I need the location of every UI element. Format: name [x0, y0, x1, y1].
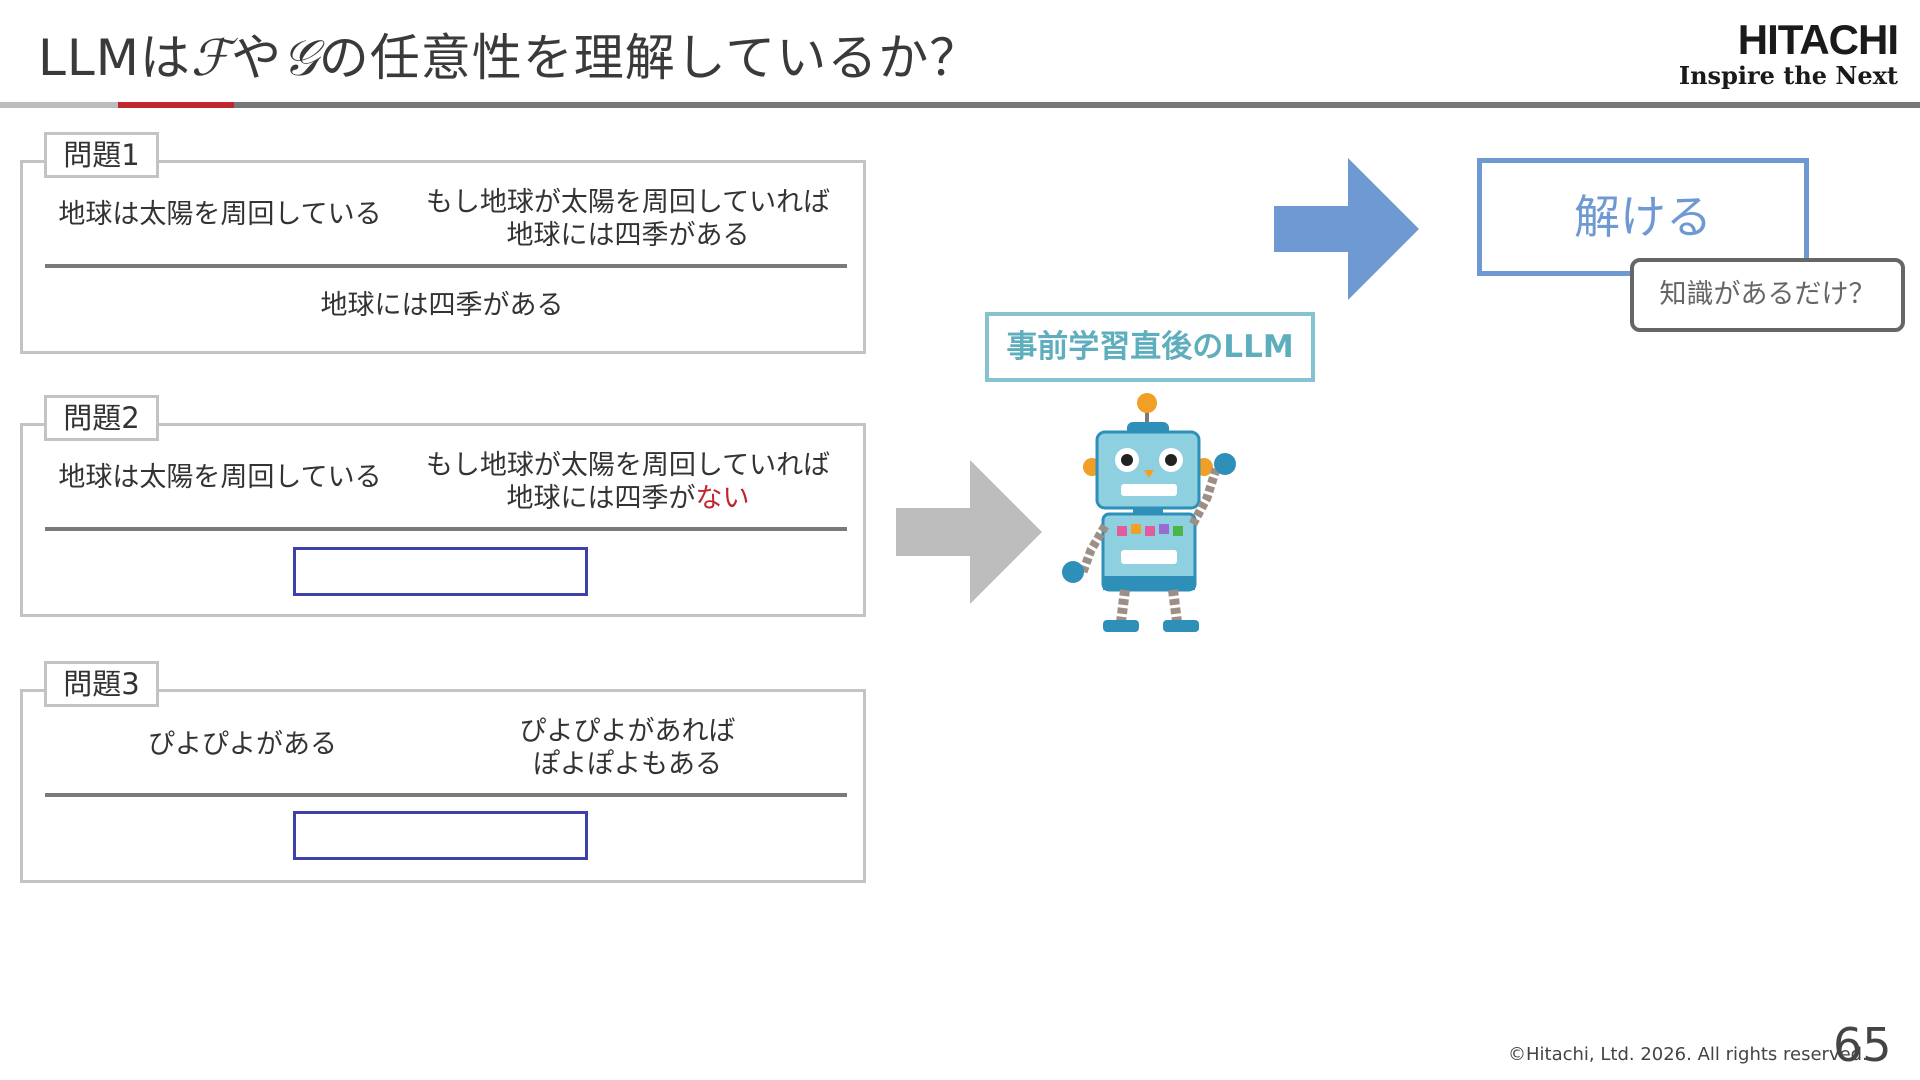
title-symbol-g: 𝒢: [282, 29, 319, 87]
robot-illustration: [1055, 390, 1245, 636]
title-symbol-f: ℱ: [191, 29, 231, 87]
gray-arrow-icon: [896, 460, 1044, 604]
logo-wordmark: HITACHI: [1679, 18, 1898, 62]
blue-arrow-shape: [1274, 158, 1419, 300]
knowledge-question-bubble: 知識があるだけ？: [1630, 258, 1905, 332]
problem-3-premise-right: ぴよぴよがあれば ぽよぽよもある: [470, 715, 785, 781]
problem-2-answer-box[interactable]: [293, 547, 588, 596]
header-rule-light-segment: [0, 102, 118, 108]
header-rule: [0, 102, 1920, 108]
header-rule-red-segment: [118, 102, 234, 108]
problem-2-premise-left: 地球は太陽を周回している: [50, 461, 390, 494]
problem-2-inference-bar: [45, 527, 847, 531]
gray-arrow-shape: [896, 460, 1042, 604]
blue-arrow-icon: [1274, 158, 1420, 300]
model-label: 事前学習直後のLLM: [985, 312, 1315, 382]
problem-2-premise-right: もし地球が太陽を周回していれば 地球には四季がない: [410, 449, 846, 515]
copyright-notice: ©Hitachi, Ltd. 2026. All rights reserved…: [1508, 1044, 1868, 1065]
problem-3-answer-box[interactable]: [293, 811, 588, 860]
page-title: LLMはℱや𝒢の任意性を理解しているか？: [38, 18, 980, 90]
problem-1-conclusion: 地球には四季がある: [240, 283, 644, 322]
problem-1-inference-bar: [45, 264, 847, 268]
logo-tagline: Inspire the Next: [1679, 62, 1898, 90]
problem-3-tab: 問題3: [44, 661, 159, 707]
hitachi-logo: HITACHI Inspire the Next: [1679, 18, 1898, 90]
problem-1-premise-left: 地球は太陽を周回している: [50, 198, 390, 231]
problem-3-inference-bar: [45, 793, 847, 797]
problem-1-tab: 問題1: [44, 132, 159, 178]
negation-text: ない: [696, 483, 750, 514]
problem-3-premise-left: ぴよぴよがある: [90, 728, 395, 761]
page-number: 65: [1833, 1018, 1892, 1072]
problem-1-premise-right: もし地球が太陽を周回していれば 地球には四季がある: [410, 186, 846, 252]
problem-2-tab: 問題2: [44, 395, 159, 441]
